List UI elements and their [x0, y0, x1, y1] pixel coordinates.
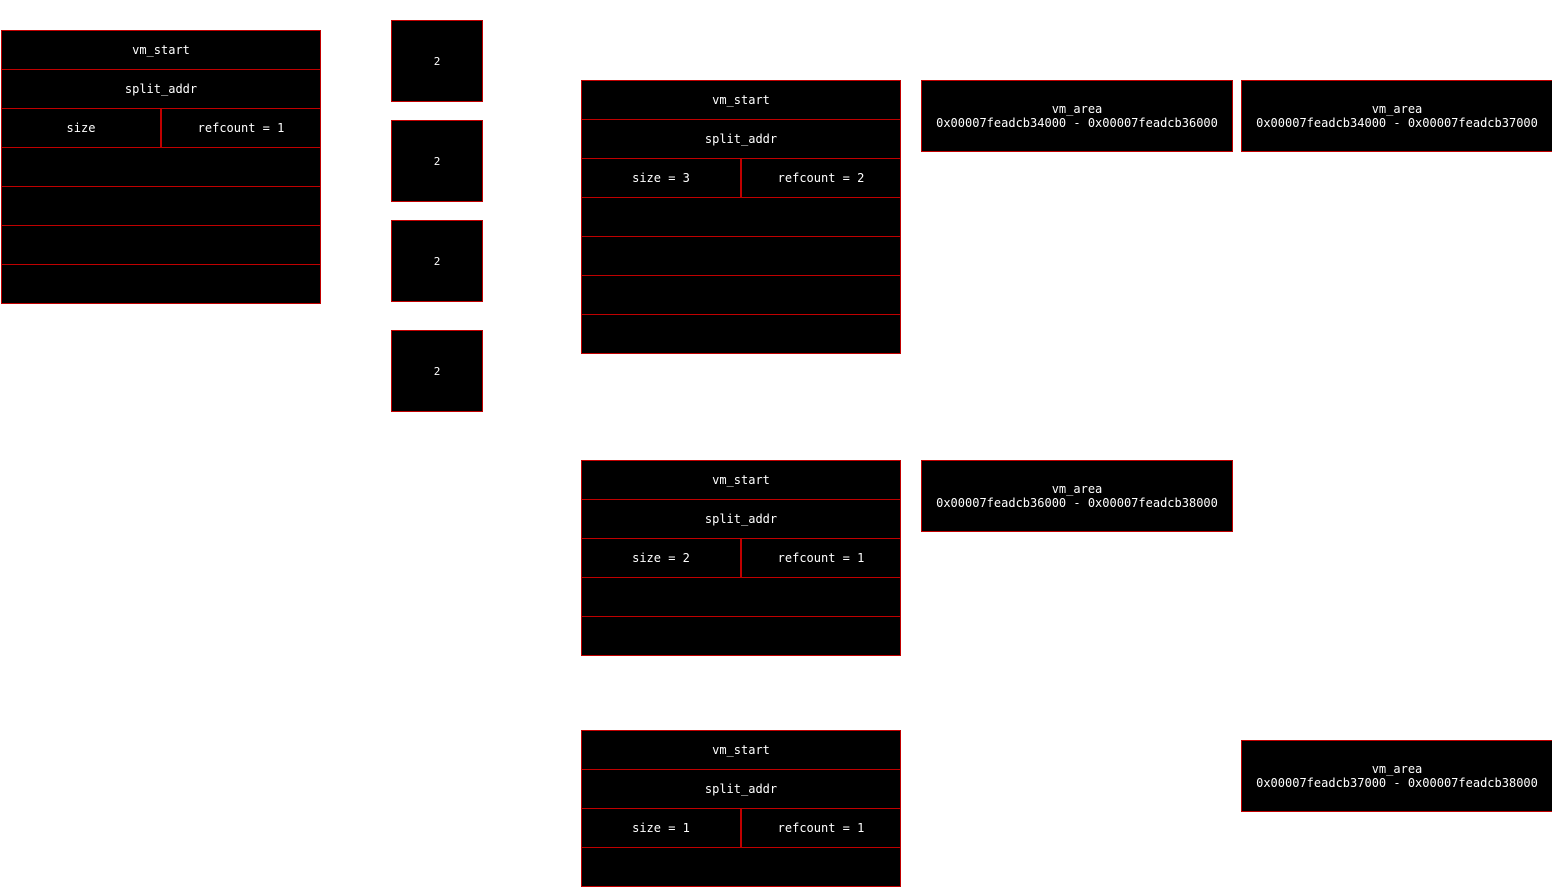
size-refcount-row: size = 1 refcount = 1 — [581, 808, 901, 848]
refcount-cell: refcount = 1 — [740, 539, 900, 577]
split-addr-label: split_addr — [704, 512, 778, 526]
empty-row — [581, 616, 901, 656]
vm-start-label: vm_start — [132, 43, 190, 57]
empty-row — [1, 186, 321, 226]
split-addr-label: split_addr — [704, 132, 778, 146]
struct-block-1: vm_start split_addr size = 3 refcount = … — [581, 80, 901, 354]
size-refcount-row: size = 2 refcount = 1 — [581, 538, 901, 578]
counter-value: 2 — [433, 254, 441, 268]
empty-row — [581, 847, 901, 887]
refcount-cell: refcount = 2 — [740, 159, 900, 197]
size-refcount-row: size = 3 refcount = 2 — [581, 158, 901, 198]
vm-area-range: 0x00007feadcb34000 - 0x00007feadcb37000 — [1256, 116, 1538, 130]
size-label: size = 1 — [632, 821, 690, 835]
refcount-label: refcount = 1 — [197, 121, 285, 135]
size-refcount-row: size refcount = 1 — [1, 108, 321, 148]
vm-start-label: vm_start — [712, 93, 770, 107]
counter-box-1: 2 — [391, 120, 483, 202]
vm-area-box-1: vm_area 0x00007feadcb34000 - 0x00007fead… — [1241, 80, 1552, 152]
refcount-label: refcount = 2 — [777, 171, 865, 185]
vm-area-label: vm_area — [1051, 482, 1103, 496]
refcount-label: refcount = 1 — [777, 821, 865, 835]
refcount-cell: refcount = 1 — [160, 109, 320, 147]
counter-box-3: 2 — [391, 330, 483, 412]
refcount-cell: refcount = 1 — [740, 809, 900, 847]
empty-row — [581, 236, 901, 276]
size-cell: size = 2 — [582, 539, 740, 577]
empty-row — [581, 197, 901, 237]
empty-row — [1, 225, 321, 265]
empty-row — [1, 147, 321, 187]
counter-value: 2 — [433, 54, 441, 68]
vm-area-label: vm_area — [1371, 102, 1423, 116]
counter-box-0: 2 — [391, 20, 483, 102]
size-label: size = 3 — [632, 171, 690, 185]
counter-box-2: 2 — [391, 220, 483, 302]
empty-row — [581, 314, 901, 354]
vm-start-row: vm_start — [1, 30, 321, 70]
struct-block-0: vm_start split_addr size refcount = 1 — [1, 30, 321, 304]
vm-start-row: vm_start — [581, 80, 901, 120]
split-addr-label: split_addr — [124, 82, 198, 96]
refcount-label: refcount = 1 — [777, 551, 865, 565]
counter-value: 2 — [433, 364, 441, 378]
empty-row — [1, 264, 321, 304]
size-label: size — [66, 121, 96, 135]
empty-row — [581, 275, 901, 315]
size-cell: size — [2, 109, 160, 147]
vm-area-label: vm_area — [1051, 102, 1103, 116]
split-addr-row: split_addr — [581, 119, 901, 159]
vm-area-range: 0x00007feadcb36000 - 0x00007feadcb38000 — [936, 496, 1218, 510]
vm-area-range: 0x00007feadcb34000 - 0x00007feadcb36000 — [936, 116, 1218, 130]
size-label: size = 2 — [632, 551, 690, 565]
vm-area-box-0: vm_area 0x00007feadcb34000 - 0x00007fead… — [921, 80, 1233, 152]
vm-start-label: vm_start — [712, 473, 770, 487]
size-cell: size = 3 — [582, 159, 740, 197]
split-addr-row: split_addr — [581, 769, 901, 809]
split-addr-label: split_addr — [704, 782, 778, 796]
vm-area-range: 0x00007feadcb37000 - 0x00007feadcb38000 — [1256, 776, 1538, 790]
vm-area-box-2: vm_area 0x00007feadcb36000 - 0x00007fead… — [921, 460, 1233, 532]
vm-start-label: vm_start — [712, 743, 770, 757]
struct-block-2: vm_start split_addr size = 2 refcount = … — [581, 460, 901, 656]
counter-value: 2 — [433, 154, 441, 168]
vm-start-row: vm_start — [581, 730, 901, 770]
struct-block-3: vm_start split_addr size = 1 refcount = … — [581, 730, 901, 887]
empty-row — [581, 577, 901, 617]
size-cell: size = 1 — [582, 809, 740, 847]
vm-area-box-3: vm_area 0x00007feadcb37000 - 0x00007fead… — [1241, 740, 1552, 812]
split-addr-row: split_addr — [581, 499, 901, 539]
vm-start-row: vm_start — [581, 460, 901, 500]
vm-area-label: vm_area — [1371, 762, 1423, 776]
split-addr-row: split_addr — [1, 69, 321, 109]
